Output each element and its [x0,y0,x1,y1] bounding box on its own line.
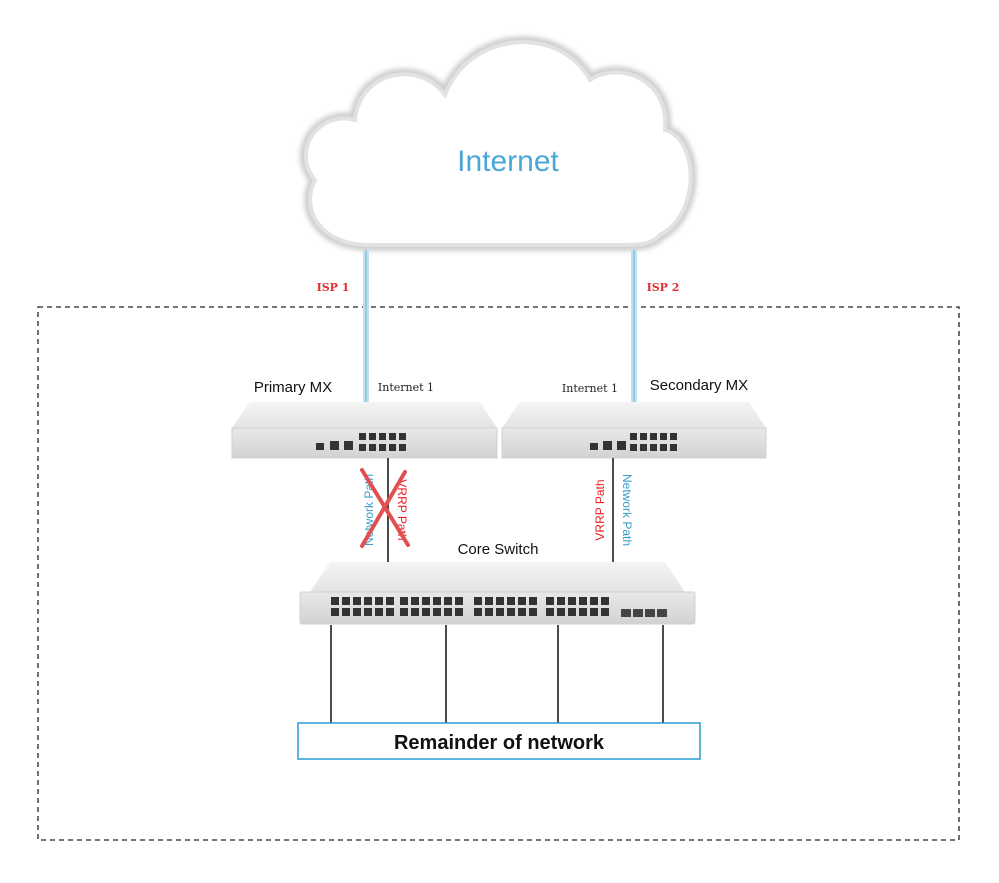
switch-port [485,608,493,616]
switch-port [342,597,350,605]
secondary-network-path-label: Network Path [620,474,634,546]
remainder-of-network-box [297,722,701,760]
switch-port [455,597,463,605]
switch-port [579,608,587,616]
switch-port [400,608,408,616]
switch-port [386,597,394,605]
switch-port [529,608,537,616]
switch-port [507,597,515,605]
switch-port [546,608,554,616]
switch-port [568,597,576,605]
switch-port [342,608,350,616]
internet-cloud: Internet [299,36,697,251]
site-boundary [37,306,960,841]
core-switch-title: Core Switch [458,541,539,558]
switch-port [557,597,565,605]
switch-port [568,608,576,616]
core-switch-device [299,562,696,625]
switch-port [386,608,394,616]
secondary-mx-port-label: Internet 1 [562,382,618,395]
switch-port [422,608,430,616]
switch-port [496,597,504,605]
switch-port [422,597,430,605]
switch-port [331,608,339,616]
failure-x-icon [360,468,410,548]
switch-port [364,597,372,605]
switch-port [353,597,361,605]
switch-port [444,597,452,605]
switch-port [375,597,383,605]
switch-port [518,597,526,605]
switch-port [474,608,482,616]
switch-port [411,608,419,616]
sfp-port [621,609,631,617]
switch-port [364,608,372,616]
switch-port [529,597,537,605]
sfp-port [633,609,643,617]
switch-port [353,608,361,616]
switch-port [433,608,441,616]
secondary-mx-device [501,402,767,459]
switch-port [557,608,565,616]
switch-port [444,608,452,616]
isp2-label: ISP 2 [647,281,680,294]
switch-port [518,608,526,616]
switch-port [433,597,441,605]
primary-mx-device [231,402,498,459]
switch-port [485,597,493,605]
switch-port [400,597,408,605]
switch-port [507,608,515,616]
switch-port [375,608,383,616]
sfp-port [657,609,667,617]
switch-port [601,597,609,605]
primary-vrrp-path-label: VRRP Path [395,479,409,540]
isp1-label: ISP 1 [317,281,350,294]
switch-port [331,597,339,605]
primary-mx-title: Primary MX [254,379,332,396]
secondary-mx-title: Secondary MX [650,377,748,394]
isp2-link [631,250,637,405]
remainder-of-network-label: Remainder of network [394,732,605,754]
switch-port [411,597,419,605]
internet-label: Internet [457,145,559,178]
switch-port [496,608,504,616]
switch-port [474,597,482,605]
switch-port [590,608,598,616]
isp1-link [363,250,369,405]
switch-port [546,597,554,605]
switch-downlinks [330,625,664,723]
secondary-vrrp-path-label: VRRP Path [593,479,607,540]
switch-port [590,597,598,605]
switch-port [579,597,587,605]
switch-port [455,608,463,616]
switch-port [601,608,609,616]
primary-mx-port-label: Internet 1 [378,381,434,394]
sfp-port [645,609,655,617]
